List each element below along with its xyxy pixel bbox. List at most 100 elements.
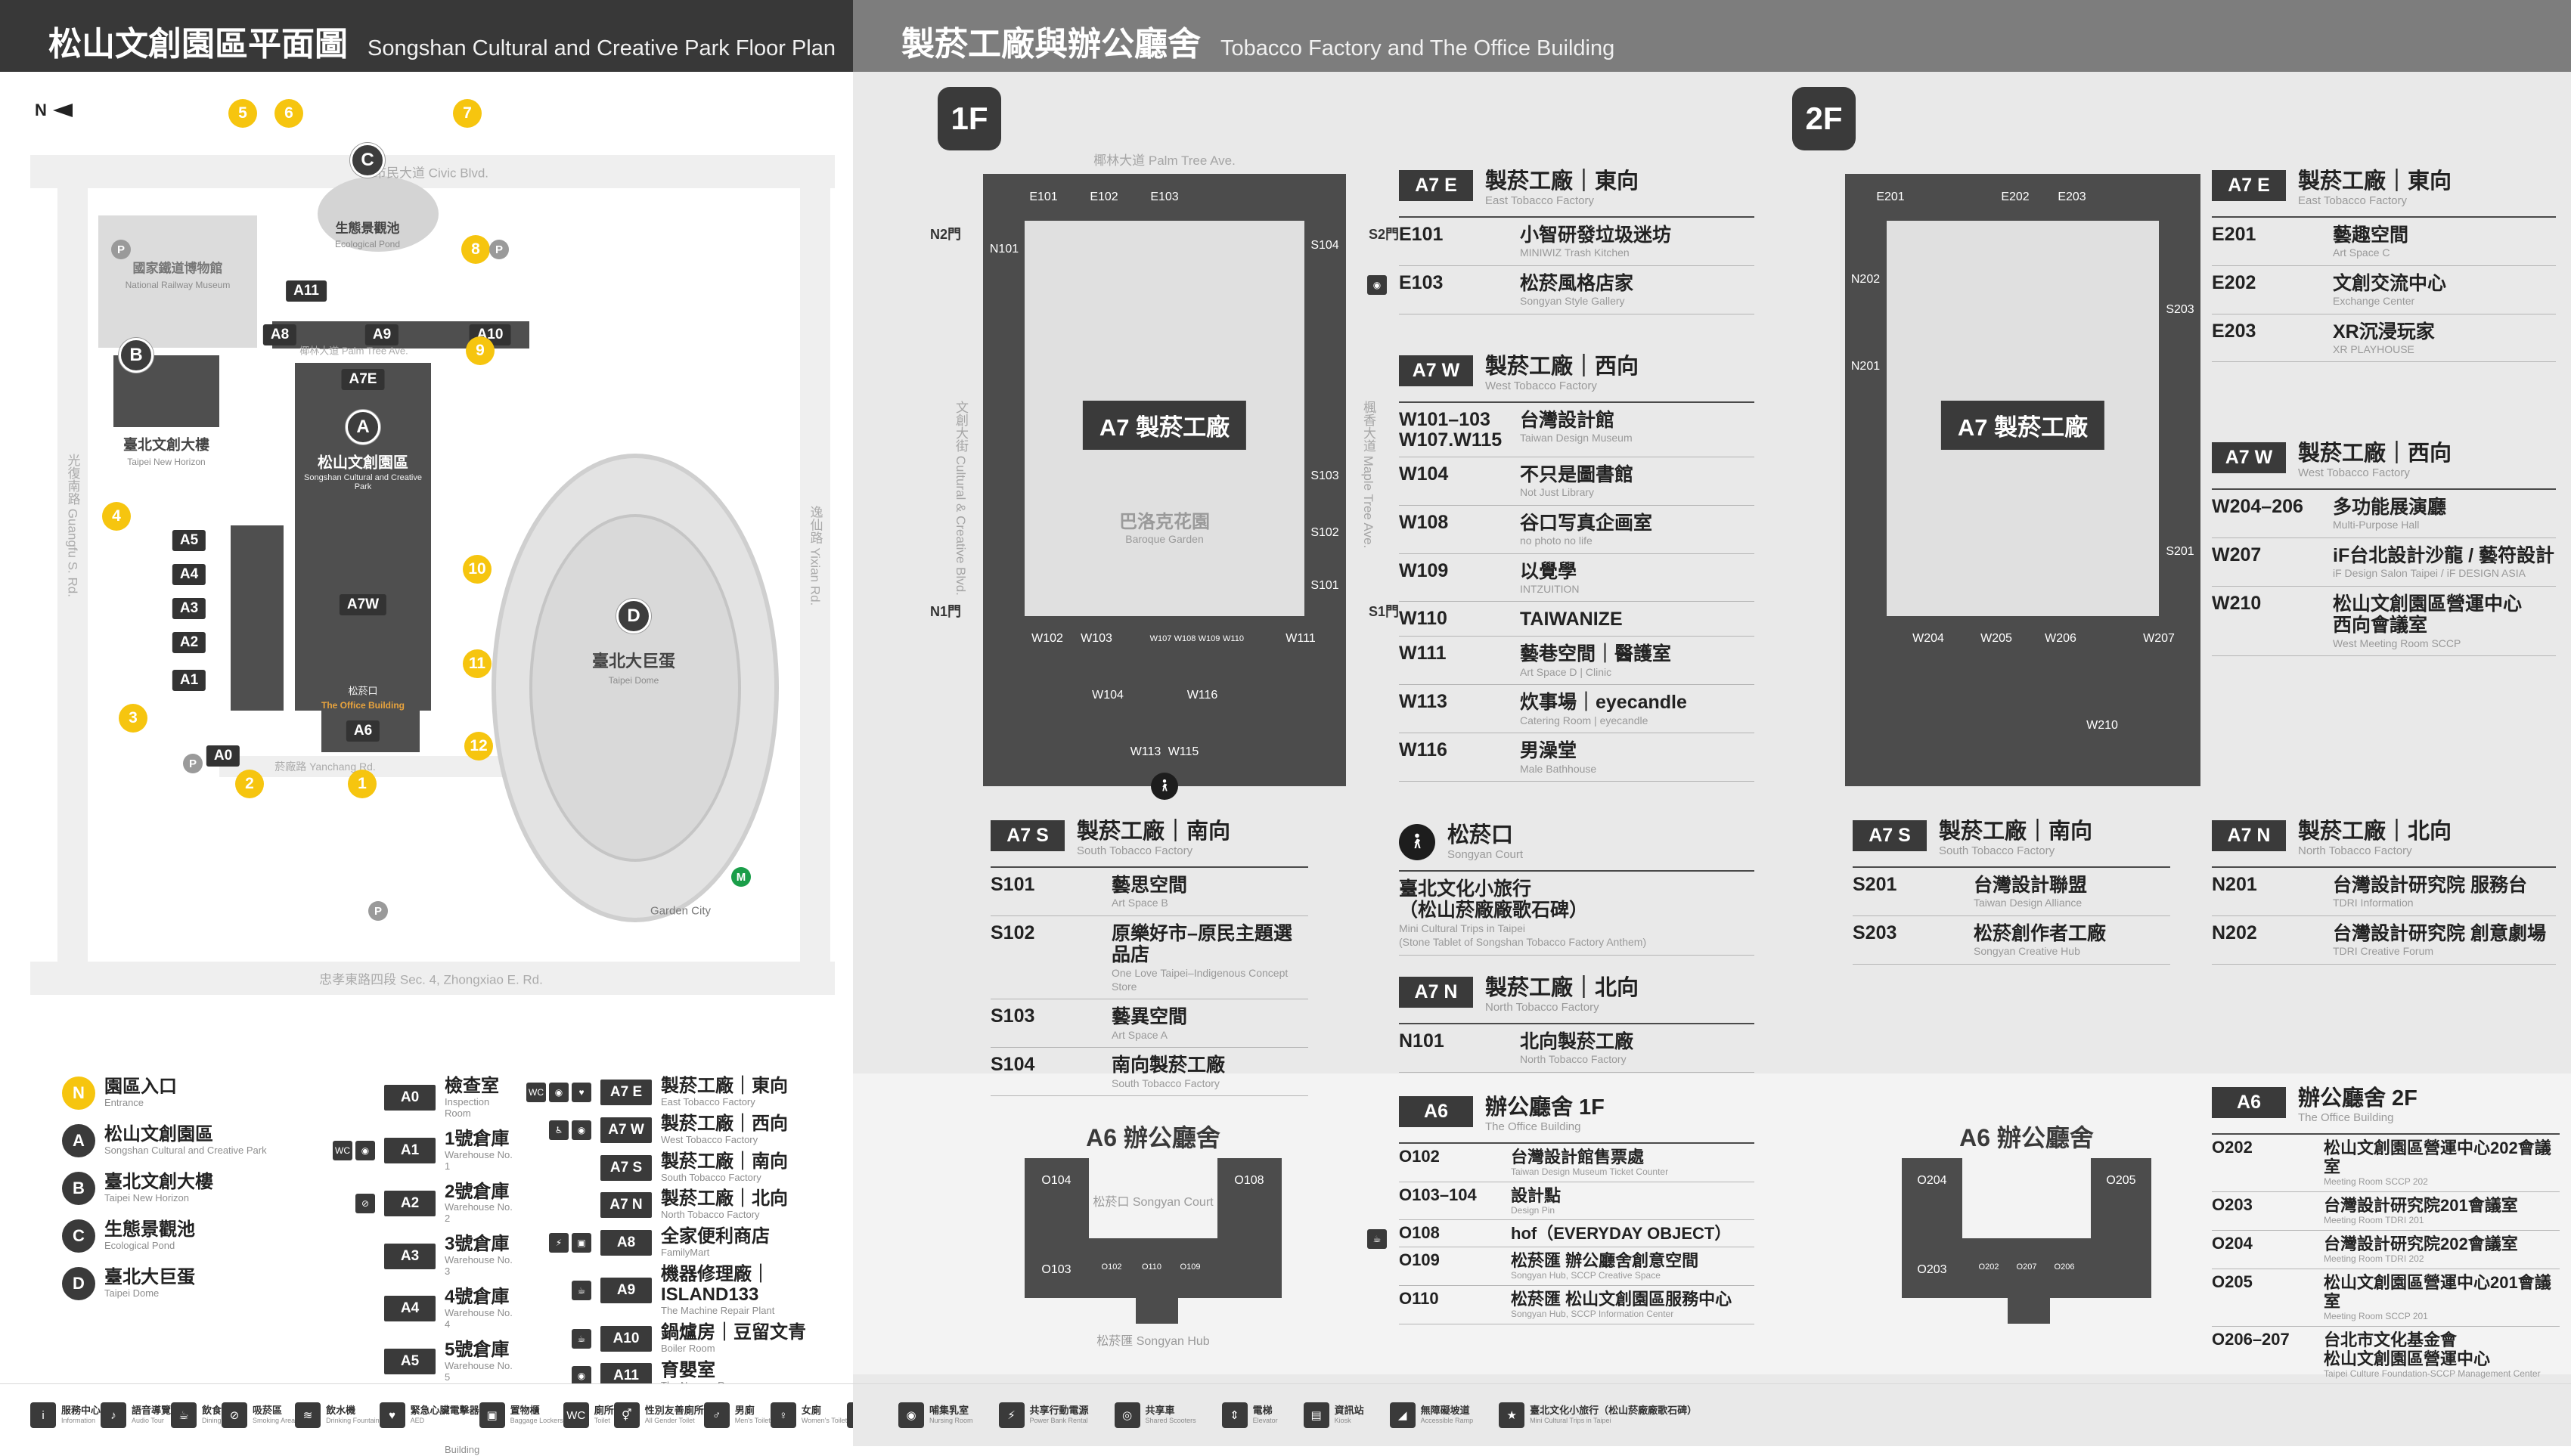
map-badge-a6: A6 [346,720,380,742]
dining-icon: ☕ [572,1329,591,1349]
legend-badge: A7 W [600,1117,652,1143]
label-new-horizon-en: Taipei New Horizon [127,457,205,467]
room-label: W108 [1174,634,1196,643]
label-railway-museum-en: National Railway Museum [126,280,231,290]
legend-label-zh: 臺北大巨蛋 [104,1268,195,1288]
section-badge: A7 N [2212,820,2286,851]
label-songyan-court: 松菸口 [348,683,377,698]
legend-badge: A1 [384,1138,436,1163]
nursing-room-icon: ◉ [355,1141,375,1160]
label-dome-en: Taipei Dome [609,675,659,686]
dining-icon: ☕ [572,1281,591,1300]
legend-label-zh: 鍋爐房｜豆留文青 [661,1323,806,1343]
area-mark-d: D [616,599,651,634]
entrance-marker-4: 4 [102,502,131,531]
parking-icon: P [183,754,203,773]
legend-label-en: Warehouse No. 5 [445,1361,514,1383]
taipei-dome-inner [529,514,741,862]
map-badge-a8: A8 [263,324,296,345]
label-sccp-en: Songshan Cultural and Creative Park [299,473,427,491]
room-label: W204 [1912,632,1944,646]
label-pond-en: Ecological Pond [335,239,400,249]
map-badge-a11: A11 [286,280,327,302]
label-guangfu-rd: 光復南路 Guangfu S. Rd. [64,454,82,597]
room-label: O108 [1234,1174,1264,1188]
a7-building-label: A7 製菸工廠 [1083,401,1246,450]
map-badge-a0: A0 [206,745,240,767]
label-railway-museum: 國家鐵道博物館 [133,258,223,277]
legend-badge: A7 S [600,1155,652,1181]
floorplan-a6-1f: A6 辦公廳舍 松菸口 Songyan Court 松菸匯 Songyan Hu… [991,1119,1316,1353]
section-badge: A7 E [2212,170,2286,201]
parking-icon: P [368,901,388,921]
a6-hub-stub [1136,1298,1178,1324]
legend-label-zh: 3號倉庫 [445,1235,514,1255]
legend-label-zh: 生態景觀池 [104,1220,195,1241]
room-label: O204 [1917,1174,1946,1188]
room-label: O206 [2055,1262,2075,1272]
nursing-room-icon: ◉ [549,1083,569,1102]
label-songyan-hub: 松菸匯 Songyan Hub [1096,1331,1209,1349]
legend-label-en: Warehouse No. 4 [445,1308,514,1331]
mrt-icon: M [731,867,751,887]
area-mark-b: B [119,338,154,373]
label-office-building-en: The Office Building [321,700,405,711]
section-title: 製菸工廠｜北向 [1485,977,1639,1001]
legend-badge: A10 [600,1326,652,1352]
room-label: W115 [1168,745,1199,759]
room-label: E203 [2058,191,2086,204]
toilet-icon: WC [563,1402,589,1428]
map-badge-a7w: A7W [340,594,386,615]
room-label: S101 [1310,579,1338,593]
audio-tour-icon: ♪ [101,1402,126,1428]
entrance-marker-7: 7 [453,99,482,128]
legend-badge: A8 [600,1230,652,1256]
legend-label-en: East Tobacco Factory [661,1097,788,1108]
room-label: O207 [2017,1262,2037,1272]
nursing-room-icon: ◉ [1367,275,1387,295]
room-label: W104 [1092,689,1124,702]
section-title: 製菸工廠｜東向 [1485,170,1639,194]
room-label: S203 [2166,303,2194,317]
legend-badge: A7 E [600,1080,652,1105]
information-icon: i [30,1402,56,1428]
room-label: N202 [1851,273,1880,287]
room-label: W102 [1031,632,1063,646]
accessible-toilet-icon: ♿ [549,1120,569,1140]
legend-badge: A5 [384,1349,436,1374]
legend-badge: A [62,1124,95,1157]
legend-label-en: Boiler Room [661,1343,806,1355]
section-subtitle: The Office Building [2298,1111,2417,1126]
entrance-marker-3: 3 [119,704,147,733]
label-pond: 生態景觀池 [336,218,400,237]
section-title: 製菸工廠｜東向 [2298,170,2452,194]
section-title: 製菸工廠｜南向 [1077,820,1230,844]
